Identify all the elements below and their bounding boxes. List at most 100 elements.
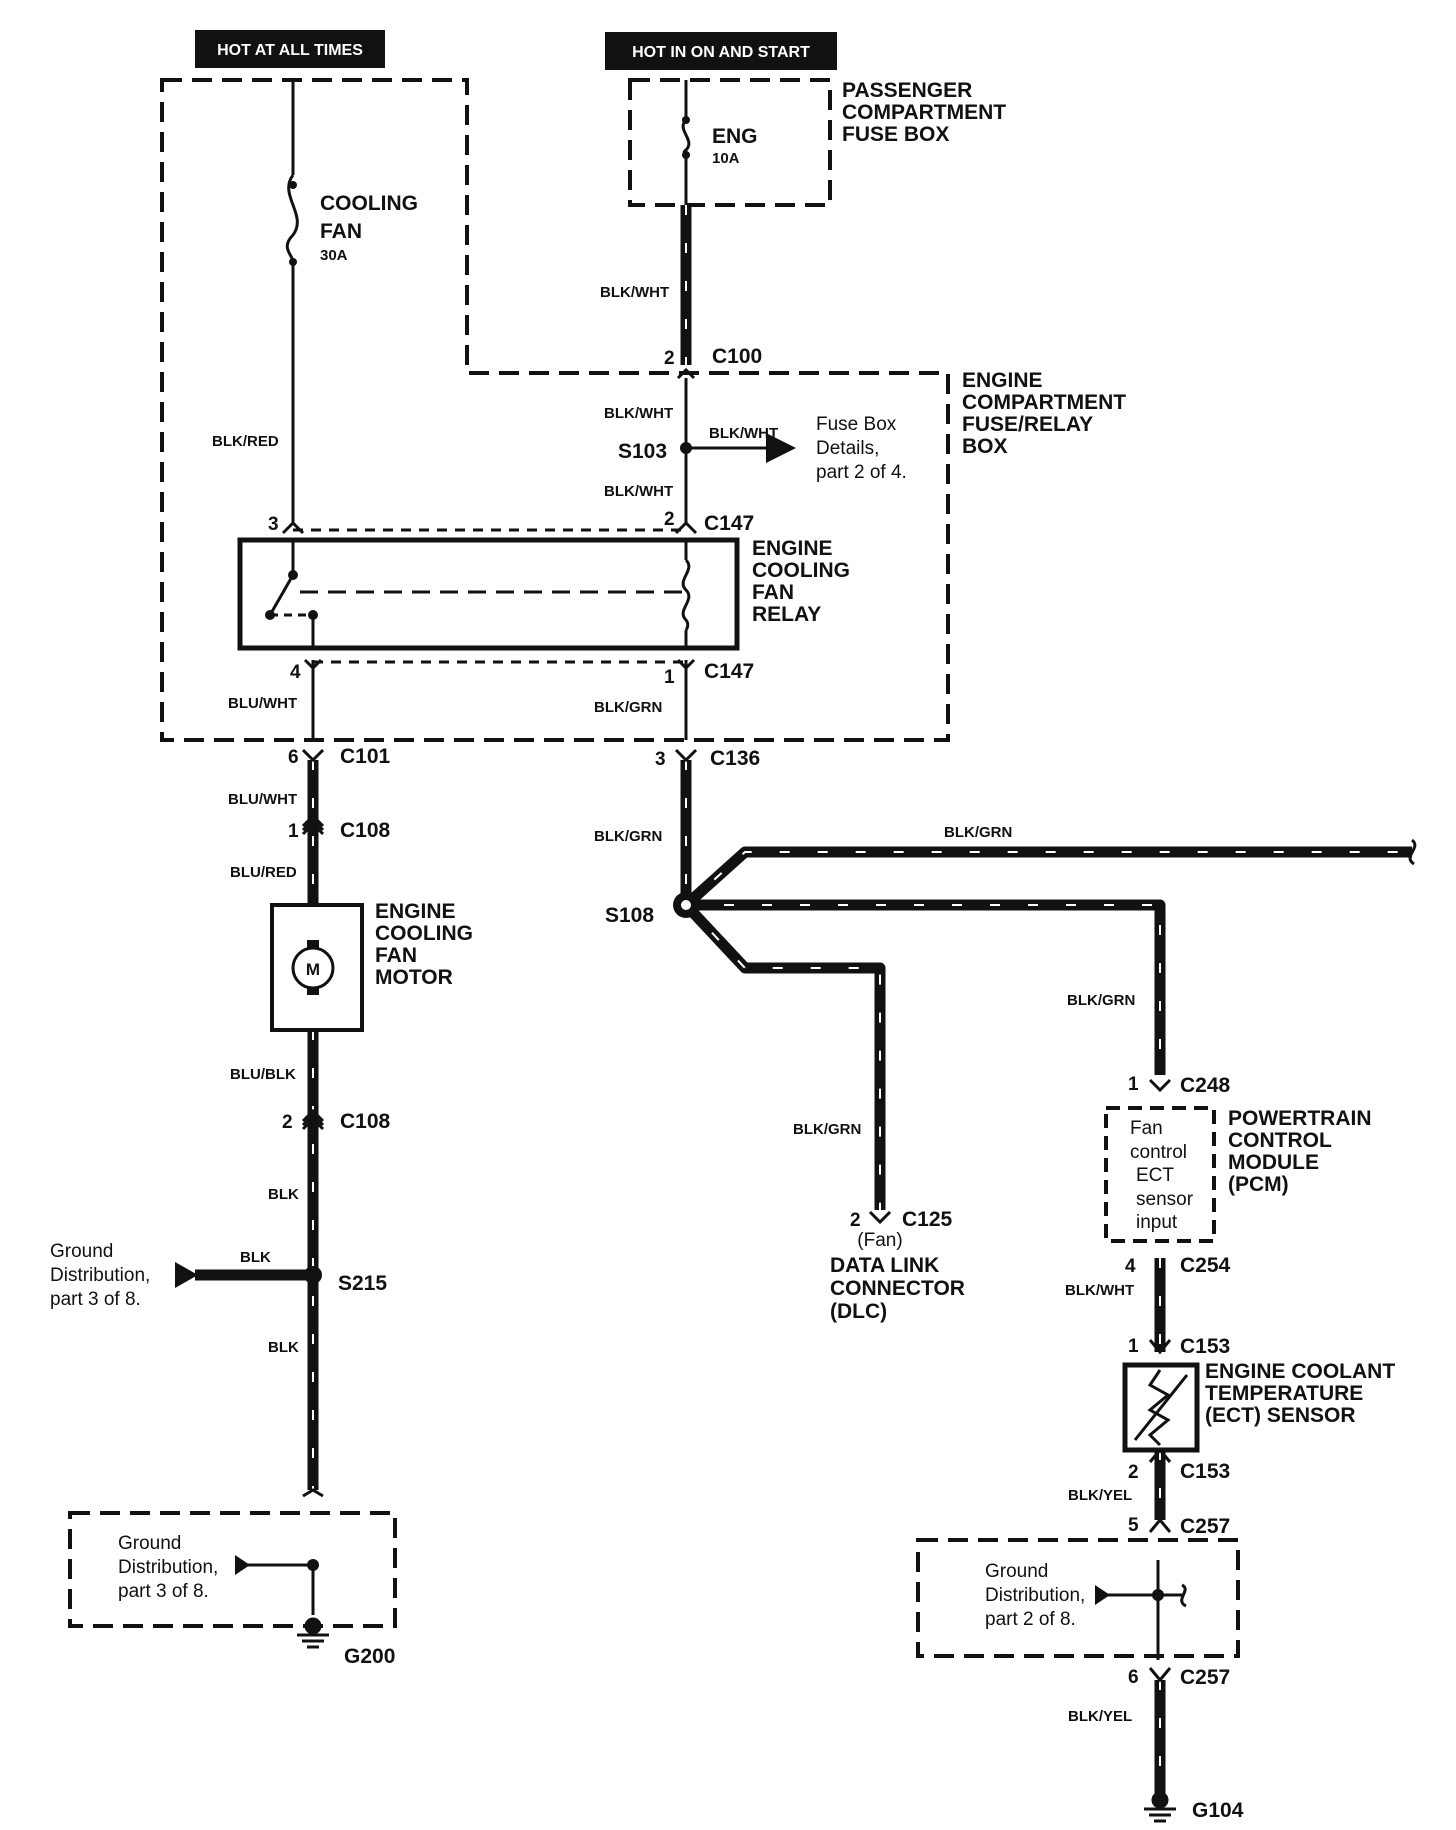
connector-c136: C136 (710, 747, 760, 770)
cooling-fan-fuse (285, 174, 299, 263)
wire-label-blk-grn: BLK/GRN (594, 699, 662, 716)
wire-label-blk-yel: BLK/YEL (1068, 1708, 1132, 1725)
wire-label-blk-yel: BLK/YEL (1068, 1487, 1132, 1504)
pcm-label: POWERTRAIN CONTROL MODULE (PCM) (1228, 1107, 1372, 1196)
header-hot-in-on-and-start-text: HOT IN ON AND START (632, 44, 810, 61)
connector-c147-top: C147 (704, 512, 754, 535)
pin-c257-top: 5 (1128, 1515, 1139, 1536)
svg-text:FAN: FAN (375, 944, 417, 967)
wire-label-blu-wht: BLU/WHT (228, 695, 297, 712)
fuse-terminal (682, 151, 690, 159)
ground-label-g200: G200 (344, 1645, 395, 1668)
fuse-terminal (682, 116, 690, 124)
pin-c125: 2 (850, 1210, 861, 1231)
pin-c136: 3 (655, 749, 666, 770)
svg-text:input: input (1136, 1212, 1178, 1233)
connector-c108-top: C108 (340, 819, 391, 842)
wire-label-blk: BLK (268, 1339, 299, 1356)
svg-text:(ECT) SENSOR: (ECT) SENSOR (1205, 1404, 1356, 1427)
wire-label-blk-wht: BLK/WHT (604, 483, 673, 500)
connector-c257-top: C257 (1180, 1515, 1230, 1538)
svg-text:Ground: Ground (50, 1241, 113, 1262)
wire-label-blu-red: BLU/RED (230, 864, 297, 881)
wire-label-blk-red: BLK/RED (212, 433, 279, 450)
wire-continuation-mark (1408, 838, 1417, 866)
svg-text:COOLING: COOLING (375, 922, 473, 945)
svg-text:part 3 of 8.: part 3 of 8. (50, 1289, 141, 1310)
pin-c108-top: 1 (288, 821, 299, 842)
ground-junction (1152, 1589, 1164, 1601)
eng-fuse (681, 118, 691, 157)
dlc-pin-note: (Fan) (857, 1230, 902, 1251)
svg-text:(DLC): (DLC) (830, 1300, 887, 1323)
svg-text:Distribution,: Distribution, (50, 1265, 150, 1286)
fuse-terminal (289, 258, 297, 266)
pin-c101: 6 (288, 747, 299, 768)
pin-c147-top-left: 3 (268, 514, 279, 535)
ground-symbol-g104 (1144, 1791, 1176, 1823)
svg-text:FAN: FAN (752, 581, 794, 604)
svg-text:sensor: sensor (1136, 1189, 1194, 1210)
cooling-fan-fuse-rating: 30A (320, 247, 348, 264)
wire-label-blk: BLK (268, 1186, 299, 1203)
pin-c147-bottom-right: 1 (664, 667, 675, 688)
ground-dist-arrow (175, 1262, 198, 1288)
wire-label-blk-grn: BLK/GRN (1067, 992, 1135, 1009)
pcm-outline (1104, 1106, 1216, 1243)
svg-text:Ground: Ground (985, 1561, 1048, 1582)
connector-c108-bottom: C108 (340, 1110, 391, 1133)
ground-box-left-outline (68, 1511, 397, 1628)
connector-c101: C101 (340, 745, 391, 768)
splice-s215 (304, 1266, 322, 1284)
svg-text:Fuse Box: Fuse Box (816, 414, 897, 435)
pin-c257-bottom: 6 (1128, 1667, 1139, 1688)
thin-wires (240, 80, 1182, 1660)
connector-c147-bottom: C147 (704, 660, 754, 683)
splice-label-s215: S215 (338, 1272, 387, 1295)
ect-sensor-symbol (1122, 1362, 1200, 1453)
thick-wires (195, 205, 1412, 1800)
splice-label-s108: S108 (605, 904, 654, 927)
svg-text:MODULE: MODULE (1228, 1151, 1319, 1174)
motor-symbol-label: M (306, 960, 320, 979)
svg-text:RELAY: RELAY (752, 603, 821, 626)
splice-s103 (680, 442, 692, 454)
svg-text:POWERTRAIN: POWERTRAIN (1228, 1107, 1372, 1130)
wire-label-blk-wht: BLK/WHT (709, 425, 778, 442)
svg-text:FUSE/RELAY: FUSE/RELAY (962, 413, 1093, 436)
pin-c153-top: 1 (1128, 1336, 1139, 1357)
svg-text:CONNECTOR: CONNECTOR (830, 1277, 965, 1300)
fuse-box-details-ref: Fuse Box Details, part 2 of 4. (816, 414, 907, 483)
svg-text:part 2 of 4.: part 2 of 4. (816, 462, 907, 483)
svg-text:part 3 of 8.: part 3 of 8. (118, 1581, 209, 1602)
passenger-compartment-fuse-box-outline (628, 78, 832, 207)
fuse-terminal (289, 181, 297, 189)
cooling-fan-fuse-name: COOLING (320, 192, 418, 215)
svg-text:COMPARTMENT: COMPARTMENT (962, 391, 1126, 414)
svg-text:Ground: Ground (118, 1533, 181, 1554)
svg-text:(PCM): (PCM) (1228, 1173, 1289, 1196)
svg-text:PASSENGER: PASSENGER (842, 79, 972, 102)
svg-text:part 2 of 8.: part 2 of 8. (985, 1609, 1076, 1630)
pin-c254: 4 (1125, 1256, 1136, 1277)
ground-distribution-ref-g200: Ground Distribution, part 3 of 8. (118, 1533, 218, 1602)
connector-c257-bottom: C257 (1180, 1666, 1230, 1689)
passenger-fuse-box-label: PASSENGER COMPARTMENT FUSE BOX (842, 79, 1006, 146)
wire-label-blk-wht: BLK/WHT (1065, 1282, 1134, 1299)
ground-label-g104: G104 (1192, 1799, 1244, 1822)
wire-label-blk: BLK (240, 1249, 271, 1266)
header-hot-at-all-times: HOT AT ALL TIMES (195, 30, 385, 68)
thick-wire-stripes (312, 205, 1412, 1800)
ground-dist-arrow (235, 1555, 250, 1575)
wire-label-blu-wht: BLU/WHT (228, 791, 297, 808)
wire-label-blk-wht: BLK/WHT (600, 284, 669, 301)
svg-text:DATA LINK: DATA LINK (830, 1254, 939, 1277)
pin-c108-bottom: 2 (282, 1112, 293, 1133)
ground-distribution-ref-c257: Ground Distribution, part 2 of 8. (985, 1561, 1085, 1630)
connector-c125: C125 (902, 1208, 953, 1231)
connector-c153-bottom: C153 (1180, 1460, 1230, 1483)
svg-text:COMPARTMENT: COMPARTMENT (842, 101, 1006, 124)
ect-sensor-label: ENGINE COOLANT TEMPERATURE (ECT) SENSOR (1205, 1360, 1395, 1427)
splice-label-s103: S103 (618, 440, 667, 463)
